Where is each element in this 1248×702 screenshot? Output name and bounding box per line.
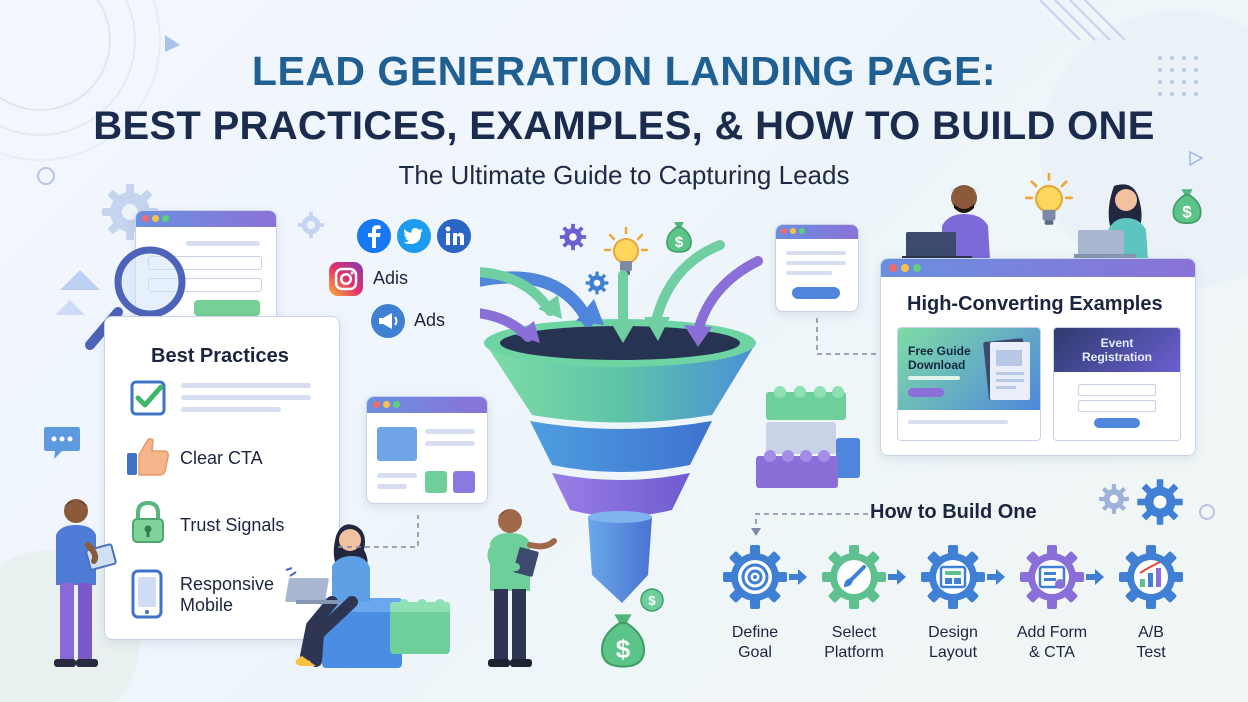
layout-icon bbox=[939, 565, 967, 589]
connector-line bbox=[338, 515, 419, 548]
step-gear-4 bbox=[1020, 545, 1084, 609]
page-title-line-1: LEAD GENERATION LANDING PAGE: bbox=[251, 48, 997, 94]
step-arrow bbox=[789, 569, 807, 585]
step-label-design-layout: Design Layout bbox=[928, 624, 978, 661]
gear-icon bbox=[559, 223, 587, 251]
chat-bubble-icon bbox=[44, 427, 80, 459]
step-gear-2 bbox=[822, 545, 886, 609]
target-icon bbox=[741, 563, 769, 591]
svg-text:$: $ bbox=[675, 234, 684, 251]
step-gear-5 bbox=[1119, 545, 1183, 609]
browser-window-cta bbox=[775, 224, 859, 312]
event-register-button[interactable] bbox=[1094, 418, 1140, 428]
woman-with-laptop-illustration bbox=[285, 524, 450, 668]
coin-icon: $ bbox=[640, 588, 664, 612]
step-label-select-platform: Select Platform bbox=[824, 624, 884, 661]
step-arrow bbox=[1086, 569, 1104, 585]
woman-with-laptop-illustration bbox=[1074, 184, 1148, 260]
placeholder-line bbox=[181, 383, 311, 388]
lead-funnel-illustration bbox=[480, 240, 763, 603]
step-arrow bbox=[987, 569, 1005, 585]
step-label-ab-test: A/B Test bbox=[1136, 624, 1166, 661]
facebook-icon[interactable] bbox=[356, 218, 392, 254]
mobile-phone-icon bbox=[131, 569, 163, 619]
free-guide-label: Free Guide Download bbox=[908, 344, 971, 372]
twitter-icon[interactable] bbox=[396, 218, 432, 254]
build-steps: Define Goal Select Platform Design Layou… bbox=[720, 545, 1190, 675]
linkedin-icon[interactable] bbox=[436, 218, 472, 254]
page-subtitle: The Ultimate Guide to Capturing Leads bbox=[398, 160, 850, 190]
thumbs-up-icon bbox=[127, 437, 169, 476]
step-label-add-form-cta: Add Form & CTA bbox=[1016, 624, 1088, 661]
example-free-guide-card[interactable]: Free Guide Download bbox=[897, 327, 1041, 441]
gear-icon bbox=[585, 271, 609, 295]
instagram-icon[interactable] bbox=[328, 261, 364, 297]
connector-line bbox=[816, 318, 881, 355]
build-steps-gears bbox=[723, 545, 1183, 609]
event-email-field[interactable] bbox=[1078, 400, 1156, 412]
best-practice-clear-cta: Clear CTA bbox=[180, 448, 263, 468]
step-label-define-goal: Define Goal bbox=[731, 624, 779, 661]
man-with-laptop-illustration bbox=[902, 185, 990, 260]
building-blocks-illustration bbox=[756, 386, 860, 488]
examples-title: High-Converting Examples bbox=[907, 293, 1163, 315]
step-gear-3 bbox=[921, 545, 985, 609]
event-registration-label: Event Registration bbox=[1081, 336, 1152, 364]
svg-text:$: $ bbox=[616, 634, 631, 664]
gear-icon bbox=[1099, 484, 1129, 514]
ads-source-label: Ads bbox=[414, 310, 446, 330]
person-pointing-illustration bbox=[487, 509, 557, 667]
money-bag-icon: $ bbox=[1172, 189, 1202, 225]
how-to-build-title: How to Build One bbox=[870, 501, 1037, 523]
money-bag-icon: $ bbox=[666, 222, 692, 253]
placeholder-line bbox=[181, 407, 281, 412]
connector-line bbox=[751, 513, 868, 536]
step-gear-1 bbox=[723, 545, 787, 609]
step-arrow bbox=[888, 569, 906, 585]
best-practice-responsive-mobile: Responsive Mobile bbox=[180, 574, 275, 615]
instagram-source-label: Adis bbox=[373, 268, 409, 288]
checkbox-icon bbox=[130, 380, 166, 416]
browser-window-layout bbox=[366, 396, 488, 504]
best-practices-title: Best Practices bbox=[151, 345, 289, 367]
megaphone-icon bbox=[371, 304, 405, 338]
lock-icon bbox=[132, 500, 164, 543]
form-icon bbox=[1038, 565, 1066, 589]
svg-text:$: $ bbox=[648, 593, 656, 608]
placeholder-line bbox=[181, 395, 311, 400]
brush-icon bbox=[844, 565, 866, 587]
svg-text:$: $ bbox=[1182, 203, 1192, 222]
best-practice-trust-signals: Trust Signals bbox=[180, 515, 285, 535]
page-title-line-2: BEST PRACTICES, EXAMPLES, & HOW TO BUILD… bbox=[93, 104, 1155, 148]
bar-chart-icon bbox=[1139, 561, 1161, 587]
person-with-tablet-illustration bbox=[54, 499, 117, 667]
money-bag-icon: $ bbox=[601, 614, 645, 668]
example-event-registration-card[interactable]: Event Registration bbox=[1053, 327, 1181, 441]
high-converting-examples-card: High-Converting Examples Free Guide Down… bbox=[880, 258, 1196, 456]
gear-icon bbox=[297, 211, 325, 239]
gear-icon bbox=[1137, 479, 1183, 525]
lightbulb-icon bbox=[1025, 172, 1073, 225]
ebook-icon bbox=[983, 338, 1030, 400]
event-name-field[interactable] bbox=[1078, 384, 1156, 396]
